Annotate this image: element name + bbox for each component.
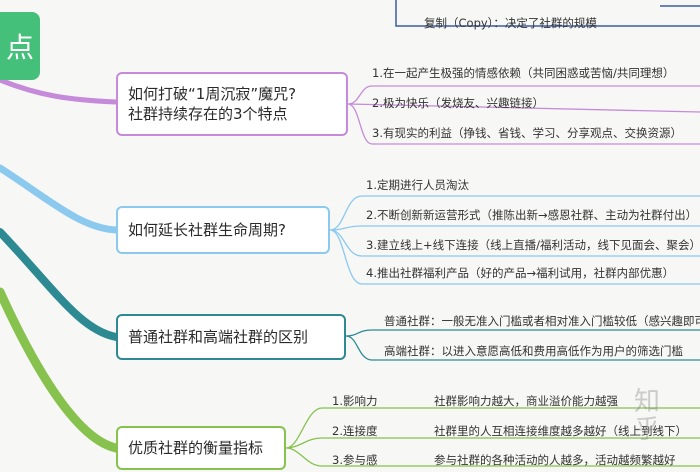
b3-connector (345, 329, 700, 361)
root-label: 点 (5, 31, 34, 64)
b1-title-line2: 社群持续存在的3个特点 (128, 105, 288, 123)
b4-title: 优质社群的衡量指标 (128, 439, 264, 457)
b2-item-4: 4.推出社群福利产品（好的产品→福利试用，社群内部优惠） (366, 266, 675, 280)
b2-item-2: 2.不断创新新运营形式（推陈出新→感恩社群、主动为社群付出） (366, 208, 698, 222)
b2-title: 如何延长社群生命周期? (128, 221, 286, 239)
watermark-char-2: 乎 (634, 415, 661, 445)
branch-node-difference[interactable]: 普通社群和高端社群的区别 (116, 314, 346, 360)
top-fragment-connector (395, 0, 700, 27)
watermark-char-1: 知 (634, 387, 661, 417)
branch-node-3-traits[interactable]: 如何打破“1周沉寂”魔咒? 社群持续存在的3个特点 (116, 72, 348, 136)
b1-item-2: 2.极为快乐（发烧友、兴趣链接） (372, 96, 544, 110)
b4-item-2-key: 2.连接度 (332, 424, 378, 438)
branch-node-metrics[interactable]: 优质社群的衡量指标 (116, 426, 286, 470)
branch-curve-4 (0, 287, 121, 453)
b3-item-1: 普通社群：一般无准入门槛或者相对准入门槛较低（感兴趣即可） (384, 314, 700, 328)
branch-node-lifecycle[interactable]: 如何延长社群生命周期? (116, 206, 330, 254)
b2-connector (329, 195, 700, 285)
b2-item-3: 3.建立线上+线下连接（线上直播/福利活动，线下见面会、聚会） (366, 238, 700, 252)
b1-item-3: 3.有现实的利益（挣钱、省钱、学习、分享观点、交换资源） (372, 126, 682, 140)
b2-item-1: 1.定期进行人员淘汰 (366, 178, 469, 192)
b1-item-1: 1.在一起产生极强的情感依赖（共同困惑或苦恼/共同理想） (372, 66, 675, 80)
b4-item-3-desc: 参与社群的各种活动的人越多，活动越频繁越好 (434, 453, 676, 467)
branch-curve-3 (0, 228, 120, 341)
b4-item-3-key: 3.参与感 (332, 453, 378, 467)
root-node[interactable]: 点 (0, 12, 40, 80)
b4-connector (285, 407, 700, 467)
b3-item-2: 高端社群：以进入意愿高低和费用高低作为用户的筛选门槛 (384, 344, 683, 358)
b4-item-1-desc: 社群影响力越大，商业溢价能力越强 (434, 394, 618, 408)
zhihu-watermark: 知 乎 (634, 388, 700, 472)
b4-item-1-key: 1.影响力 (332, 394, 378, 408)
branch-curve-1 (0, 77, 119, 105)
branch-curve-2 (0, 164, 120, 234)
b1-title-line1: 如何打破“1周沉寂”魔咒? (128, 85, 297, 103)
b4-item-2-desc: 社群里的人互相连接维度越多越好（线上到线下） (434, 424, 687, 438)
b3-title: 普通社群和高端社群的区别 (128, 328, 309, 346)
b1-connector (347, 85, 700, 145)
top-fragment-text: 复制（Copy）：决定了社群的规模 (424, 16, 597, 30)
